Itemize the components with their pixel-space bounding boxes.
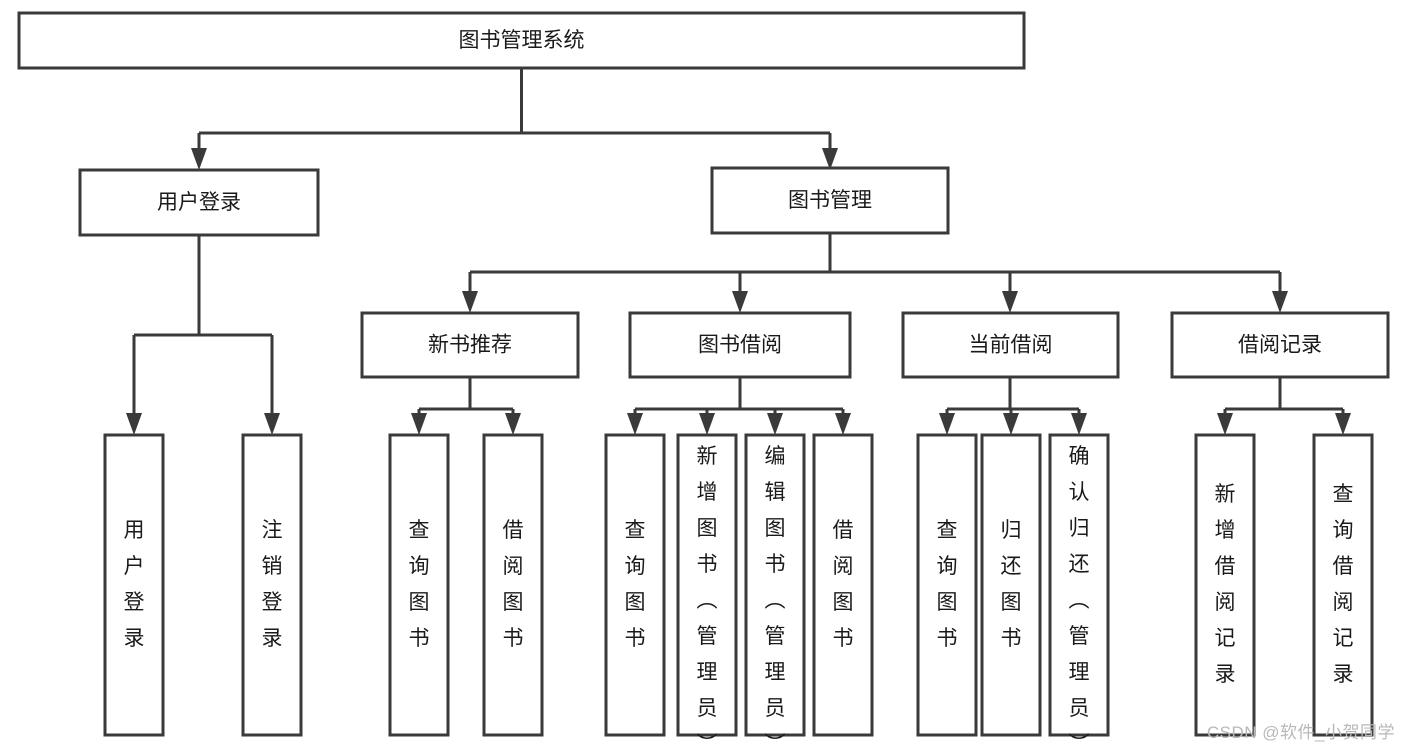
leaf-node-注销登录-1[interactable]: 注销登录 — [241, 433, 303, 737]
node-label: 查询图书 — [625, 519, 646, 650]
connector-group-图书借阅 — [627, 377, 851, 435]
node-box[interactable] — [916, 433, 978, 737]
arrow-head-icon — [126, 413, 142, 435]
node-box[interactable] — [360, 311, 580, 379]
leaf-node-编辑图书-管理员-6[interactable]: 编辑图书︵管理员︶ — [744, 433, 806, 747]
node-label: 借阅记录 — [1238, 334, 1322, 357]
arrow-head-icon — [835, 413, 851, 435]
arrow-head-icon — [264, 413, 280, 435]
node-box[interactable] — [482, 433, 544, 737]
arrow-head-icon — [1335, 413, 1351, 435]
connector-group-当前借阅 — [939, 377, 1087, 435]
arrow-head-icon — [191, 148, 207, 170]
node-label: 图书借阅 — [698, 334, 782, 357]
level3-node-当前借阅-2[interactable]: 当前借阅 — [901, 311, 1120, 379]
node-label: 借阅图书 — [503, 519, 524, 650]
level2-node-用户登录-0[interactable]: 用户登录 — [78, 168, 320, 237]
arrow-head-icon — [505, 413, 521, 435]
arrow-head-icon — [1002, 291, 1018, 313]
node-label: 当前借阅 — [969, 334, 1053, 357]
node-label: 查询图书 — [409, 519, 430, 650]
arrow-head-icon — [1272, 291, 1288, 313]
connector-group-新书推荐 — [411, 377, 521, 435]
arrow-head-icon — [732, 291, 748, 313]
node-label: 新增借阅记录 — [1215, 483, 1236, 686]
node-box[interactable] — [628, 311, 852, 379]
node-box[interactable] — [17, 11, 1026, 70]
node-label: 查询借阅记录 — [1333, 483, 1354, 686]
level2-node-图书管理-1[interactable]: 图书管理 — [710, 166, 950, 235]
arrow-head-icon — [767, 413, 783, 435]
leaf-node-查询图书-8[interactable]: 查询图书 — [916, 433, 978, 737]
node-box[interactable] — [1170, 311, 1390, 379]
node-box[interactable] — [710, 166, 950, 235]
arrow-head-icon — [1003, 413, 1019, 435]
node-label: 用户登录 — [124, 519, 145, 650]
node-label: 借阅图书 — [833, 519, 854, 650]
node-label: 图书管理系统 — [459, 29, 585, 52]
root-node-图书管理系统[interactable]: 图书管理系统 — [17, 11, 1026, 70]
node-label: 用户登录 — [157, 191, 241, 214]
node-layer: 图书管理系统用户登录图书管理新书推荐图书借阅当前借阅借阅记录用户登录注销登录查询… — [17, 11, 1390, 747]
leaf-node-查询借阅记录-12[interactable]: 查询借阅记录 — [1312, 433, 1374, 737]
node-box[interactable] — [744, 433, 806, 737]
node-box[interactable] — [604, 433, 666, 737]
watermark-label: CSDN @软件_小贺同学 — [1206, 723, 1395, 742]
node-label: 编辑图书︵管理员︶ — [765, 445, 786, 747]
connector-group-图书管理 — [462, 233, 1288, 313]
level3-node-图书借阅-1[interactable]: 图书借阅 — [628, 311, 852, 379]
leaf-node-新增图书-管理员-5[interactable]: 新增图书︵管理员︶ — [676, 433, 738, 747]
node-label: 确认归还︵管理员︶ — [1069, 445, 1090, 747]
leaf-node-归还图书-9[interactable]: 归还图书 — [980, 433, 1042, 737]
leaf-node-借阅图书-7[interactable]: 借阅图书 — [812, 433, 874, 737]
node-label: 查询图书 — [937, 519, 958, 650]
leaf-node-查询图书-2[interactable]: 查询图书 — [388, 433, 450, 737]
node-box[interactable] — [78, 168, 320, 237]
connector-group-借阅记录 — [1217, 377, 1351, 435]
level3-node-借阅记录-3[interactable]: 借阅记录 — [1170, 311, 1390, 379]
arrow-head-icon — [411, 413, 427, 435]
node-box[interactable] — [676, 433, 738, 737]
node-box[interactable] — [241, 433, 303, 737]
node-box[interactable] — [103, 433, 165, 737]
arrow-head-icon — [627, 413, 643, 435]
node-label: 新书推荐 — [428, 334, 512, 357]
leaf-node-借阅图书-3[interactable]: 借阅图书 — [482, 433, 544, 737]
node-label: 归还图书 — [1001, 519, 1022, 650]
leaf-node-用户登录-0[interactable]: 用户登录 — [103, 433, 165, 737]
node-box[interactable] — [1194, 433, 1256, 737]
connector-group-用户登录 — [126, 235, 280, 435]
connector-layer — [126, 68, 1351, 435]
node-box[interactable] — [1048, 433, 1110, 737]
leaf-node-确认归还-管理员-10[interactable]: 确认归还︵管理员︶ — [1048, 433, 1110, 747]
node-box[interactable] — [812, 433, 874, 737]
arrow-head-icon — [822, 148, 838, 170]
node-box[interactable] — [388, 433, 450, 737]
node-label: 新增图书︵管理员︶ — [697, 445, 718, 747]
level3-node-新书推荐-0[interactable]: 新书推荐 — [360, 311, 580, 379]
arrow-head-icon — [1071, 413, 1087, 435]
node-box[interactable] — [901, 311, 1120, 379]
node-box[interactable] — [1312, 433, 1374, 737]
leaf-node-新增借阅记录-11[interactable]: 新增借阅记录 — [1194, 433, 1256, 737]
arrow-head-icon — [939, 413, 955, 435]
connector-group-图书管理系统 — [191, 68, 838, 170]
node-box[interactable] — [980, 433, 1042, 737]
leaf-node-查询图书-4[interactable]: 查询图书 — [604, 433, 666, 737]
node-label: 注销登录 — [262, 519, 283, 650]
arrow-head-icon — [462, 291, 478, 313]
arrow-head-icon — [699, 413, 715, 435]
node-label: 图书管理 — [788, 189, 872, 212]
arrow-head-icon — [1217, 413, 1233, 435]
